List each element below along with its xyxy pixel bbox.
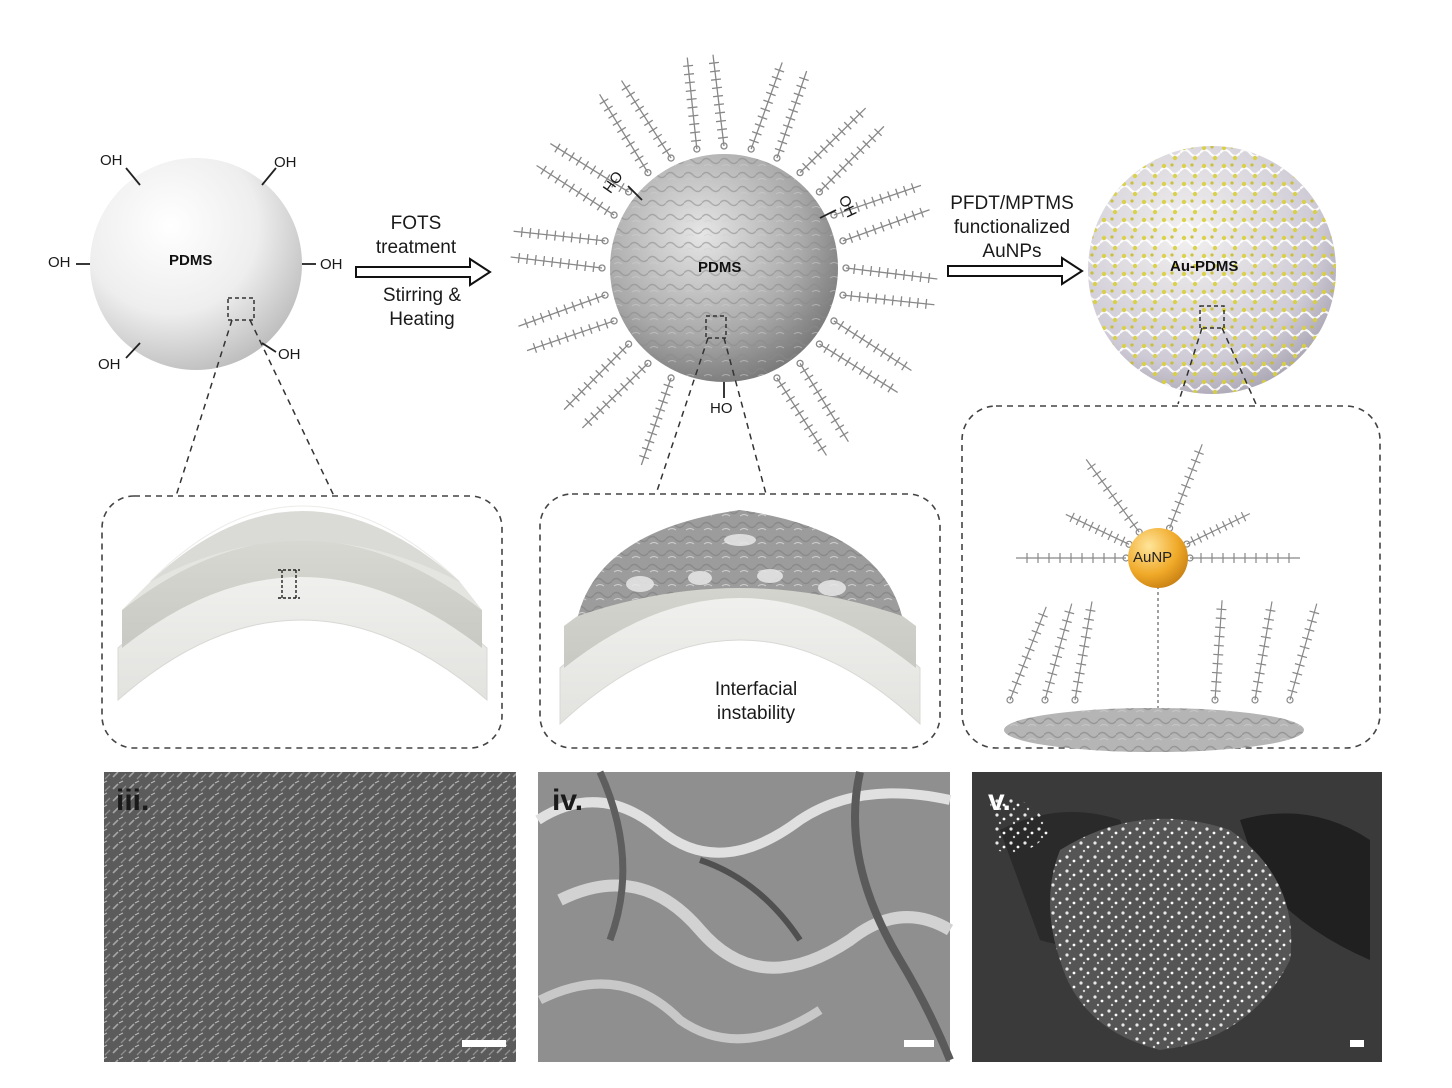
oh-label: OH: [98, 356, 121, 373]
inset3-panel: [961, 405, 1381, 752]
pdms-sphere: [90, 158, 302, 370]
panel-tag-v: v.: [988, 784, 1011, 817]
oh-label: OH: [274, 154, 297, 171]
step1-group: [76, 158, 335, 497]
aunp-label: AuNP: [1133, 549, 1173, 566]
oh-bonds: [76, 167, 316, 359]
arrow-1: [355, 257, 492, 287]
panel-tag-iii: iii.: [116, 784, 150, 817]
scale-bar: [1350, 1040, 1364, 1047]
pdms-label-1: PDMS: [169, 252, 213, 269]
inset2-panel: [539, 493, 941, 749]
arrow-2: [947, 256, 1084, 286]
arrow1-line1: FOTS: [390, 213, 442, 234]
inset2-caption-line1: Interfacial: [714, 679, 798, 700]
micrograph-v: [972, 772, 1382, 1062]
fots-chains: [510, 54, 938, 466]
panel-tag-iv: iv.: [552, 784, 584, 817]
arrow1-caption-top: FOTS treatment: [356, 212, 476, 260]
oh-label: OH: [48, 254, 71, 271]
arrow2-line2: functionalized: [953, 217, 1071, 238]
zoom-box: [227, 297, 255, 321]
ho-label: HO: [710, 400, 733, 417]
inset2-caption: Interfacial instability: [680, 678, 832, 726]
scale-bar: [904, 1040, 934, 1047]
aunp-particle: [1128, 528, 1188, 588]
step3-group: [1088, 146, 1336, 405]
arrow1-line4: Heating: [389, 309, 455, 330]
pdms-label-2: PDMS: [698, 259, 742, 276]
step2-group: [510, 54, 938, 495]
ligand-chains: [1006, 444, 1320, 704]
oh-label: OH: [278, 346, 301, 363]
inset1-panel: [101, 495, 503, 749]
arrow2-line1: PFDT/MPTMS: [950, 193, 1074, 214]
arrow2-caption: PFDT/MPTMS functionalized AuNPs: [932, 192, 1092, 264]
arrow1-line3: Stirring &: [382, 285, 462, 306]
au-pdms-label: Au-PDMS: [1170, 258, 1239, 275]
scale-bar: [462, 1040, 506, 1047]
micrograph-iv: [535, 770, 954, 1062]
thickness-marker: [278, 569, 300, 599]
arrow1-caption-bottom: Stirring & Heating: [356, 284, 488, 332]
oh-label: OH: [320, 256, 343, 273]
oh-label: OH: [100, 152, 123, 169]
arrow1-line2: treatment: [375, 237, 457, 258]
inset2-caption-line2: instability: [716, 703, 796, 724]
arrow2-line3: AuNPs: [982, 241, 1042, 262]
micrograph-iii: [104, 772, 516, 1062]
